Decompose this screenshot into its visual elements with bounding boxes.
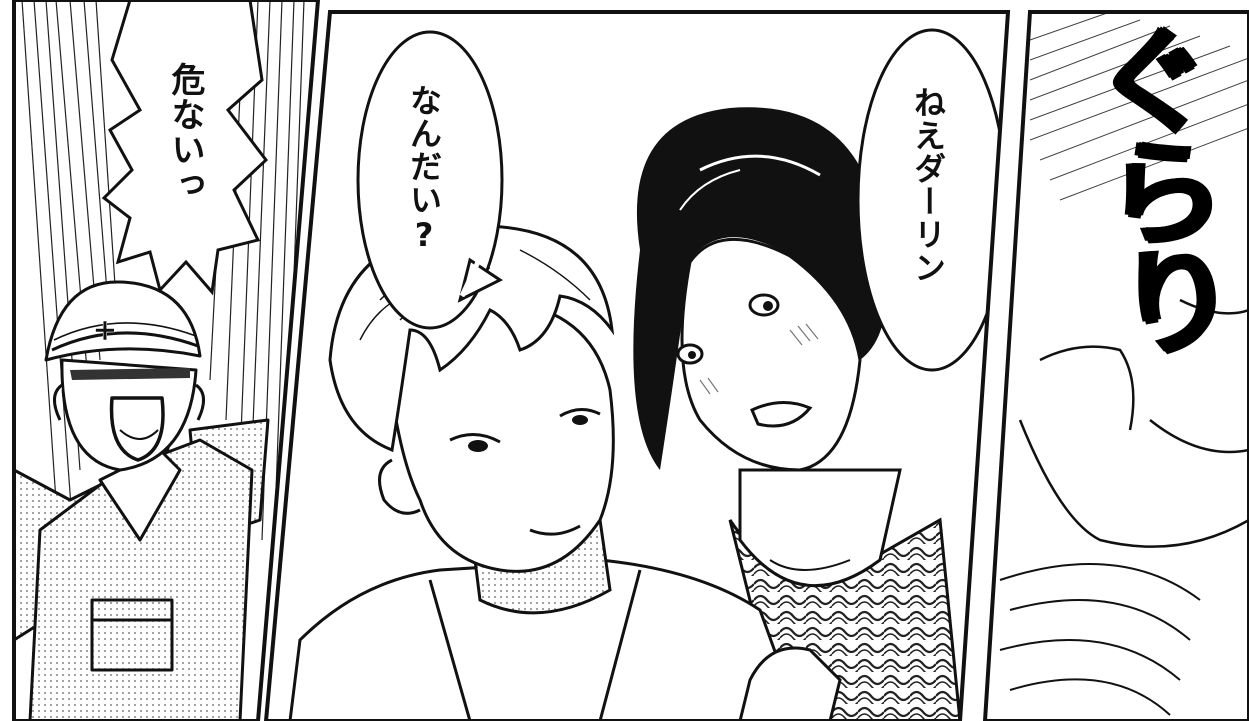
man-reply-text: なんだい? [405, 84, 443, 255]
woman-hand [738, 646, 842, 721]
woman-hair [633, 107, 887, 470]
worker-shout-text: 危ないっ [165, 62, 205, 202]
woman-line-text: ねえダーリン [909, 86, 947, 284]
panel-left-border [12, 0, 321, 721]
motion-hatching [1029, 12, 1249, 201]
man-speech-balloon [356, 30, 504, 330]
panel-left: + [14, 0, 318, 721]
motion-swirls [999, 563, 1201, 716]
panel-right-border [982, 10, 1249, 721]
woman-face [680, 237, 862, 472]
construction-worker [14, 280, 270, 721]
panel-right [985, 12, 1249, 721]
panel-middle [266, 12, 1008, 721]
helmet-cross-badge: + [92, 313, 117, 348]
sound-effect-text: ぐらり [1068, 14, 1240, 358]
shout-balloon [101, 0, 269, 296]
panel-middle-border [263, 10, 1011, 721]
